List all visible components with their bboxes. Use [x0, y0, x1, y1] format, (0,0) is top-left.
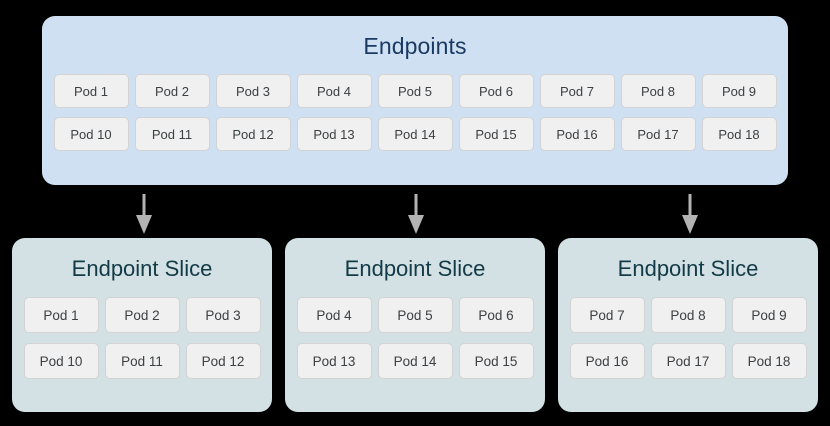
pod-chip: Pod 18 — [731, 343, 807, 379]
pod-chip: Pod 3 — [215, 74, 291, 108]
pod-chip: Pod 16 — [569, 343, 645, 379]
pod-chip: Pod 9 — [731, 297, 807, 333]
endpoint-slice-pod-grid: Pod 1 Pod 2 Pod 3 Pod 10 Pod 11 Pod 12 — [12, 297, 272, 379]
arrow-down-icon — [136, 194, 152, 234]
pod-chip: Pod 8 — [620, 74, 696, 108]
pod-chip: Pod 12 — [185, 343, 261, 379]
pod-chip: Pod 5 — [377, 297, 453, 333]
endpoints-pod-row: Pod 10 Pod 11 Pod 12 Pod 13 Pod 14 Pod 1… — [53, 117, 777, 151]
endpoint-slice-pod-row: Pod 4 Pod 5 Pod 6 — [296, 297, 534, 333]
pod-chip: Pod 14 — [377, 343, 453, 379]
pod-chip: Pod 9 — [701, 74, 777, 108]
pod-chip: Pod 2 — [134, 74, 210, 108]
endpoint-slice-pod-row: Pod 16 Pod 17 Pod 18 — [569, 343, 807, 379]
endpoint-slice-title: Endpoint Slice — [344, 256, 486, 281]
pod-chip: Pod 7 — [539, 74, 615, 108]
pod-chip: Pod 10 — [23, 343, 99, 379]
pod-chip: Pod 6 — [458, 297, 534, 333]
pod-chip: Pod 10 — [53, 117, 129, 151]
endpoint-slice-pod-row: Pod 1 Pod 2 Pod 3 — [23, 297, 261, 333]
endpoint-slice-pod-grid: Pod 4 Pod 5 Pod 6 Pod 13 Pod 14 Pod 15 — [285, 297, 545, 379]
endpoints-container: Endpoints Pod 1 Pod 2 Pod 3 Pod 4 Pod 5 … — [42, 16, 788, 185]
pod-chip: Pod 4 — [296, 74, 372, 108]
endpoint-slice-pod-row: Pod 10 Pod 11 Pod 12 — [23, 343, 261, 379]
pod-chip: Pod 16 — [539, 117, 615, 151]
endpoints-pod-grid: Pod 1 Pod 2 Pod 3 Pod 4 Pod 5 Pod 6 Pod … — [42, 74, 788, 151]
pod-chip: Pod 5 — [377, 74, 453, 108]
arrow-down-icon — [682, 194, 698, 234]
endpoint-slice-pod-grid: Pod 7 Pod 8 Pod 9 Pod 16 Pod 17 Pod 18 — [558, 297, 818, 379]
pod-chip: Pod 13 — [296, 117, 372, 151]
endpoint-slice-pod-row: Pod 7 Pod 8 Pod 9 — [569, 297, 807, 333]
pod-chip: Pod 2 — [104, 297, 180, 333]
pod-chip: Pod 17 — [620, 117, 696, 151]
pod-chip: Pod 11 — [104, 343, 180, 379]
endpoint-slice-title: Endpoint Slice — [617, 256, 759, 281]
pod-chip: Pod 17 — [650, 343, 726, 379]
pod-chip: Pod 4 — [296, 297, 372, 333]
pod-chip: Pod 1 — [53, 74, 129, 108]
pod-chip: Pod 8 — [650, 297, 726, 333]
pod-chip: Pod 18 — [701, 117, 777, 151]
pod-chip: Pod 11 — [134, 117, 210, 151]
arrow-down-icon — [408, 194, 424, 234]
endpoint-slice-container-3: Endpoint Slice Pod 7 Pod 8 Pod 9 Pod 16 … — [558, 238, 818, 412]
pod-chip: Pod 13 — [296, 343, 372, 379]
pod-chip: Pod 3 — [185, 297, 261, 333]
endpoint-slice-pod-row: Pod 13 Pod 14 Pod 15 — [296, 343, 534, 379]
endpoints-pod-row: Pod 1 Pod 2 Pod 3 Pod 4 Pod 5 Pod 6 Pod … — [53, 74, 777, 108]
endpoints-title: Endpoints — [363, 33, 467, 59]
pod-chip: Pod 7 — [569, 297, 645, 333]
pod-chip: Pod 1 — [23, 297, 99, 333]
pod-chip: Pod 15 — [458, 343, 534, 379]
pod-chip: Pod 12 — [215, 117, 291, 151]
endpoint-slice-container-2: Endpoint Slice Pod 4 Pod 5 Pod 6 Pod 13 … — [285, 238, 545, 412]
endpoint-slice-container-1: Endpoint Slice Pod 1 Pod 2 Pod 3 Pod 10 … — [12, 238, 272, 412]
endpoint-slice-title: Endpoint Slice — [71, 256, 213, 281]
pod-chip: Pod 15 — [458, 117, 534, 151]
pod-chip: Pod 6 — [458, 74, 534, 108]
pod-chip: Pod 14 — [377, 117, 453, 151]
